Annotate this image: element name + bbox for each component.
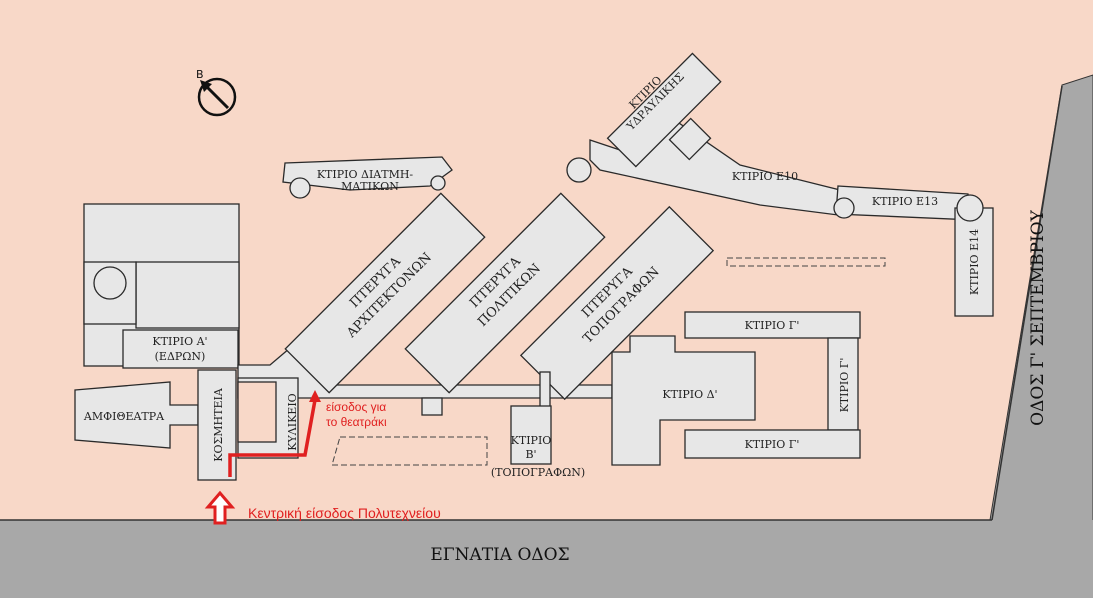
building-a-edron[interactable]: ΚΤΙΡΙΟ Α' (ΕΔΡΩΝ) [122,329,239,369]
north-compass-icon: Β [196,68,237,117]
main-entrance-label[interactable]: Κεντρική είσοδος Πολυτεχνείου [248,505,441,521]
compass-label: Β [196,68,204,81]
svg-text:(ΤΟΠΟΓΡΑΦΩΝ): (ΤΟΠΟΓΡΑΦΩΝ) [491,466,585,479]
building-g[interactable]: ΚΤΙΡΙΟ Γ' ΚΤΙΡΙΟ Γ' ΚΤΙΡΙΟ Γ' [684,311,861,459]
corridor-annex [421,397,443,416]
svg-text:(ΕΔΡΩΝ): (ΕΔΡΩΝ) [155,350,206,363]
svg-text:ΚΤΙΡΙΟ Γ': ΚΤΙΡΙΟ Γ' [745,319,800,332]
svg-text:ΚΟΣΜΗΤΕΙΑ: ΚΟΣΜΗΤΕΙΑ [212,387,225,462]
road-label-egnatia: ΕΓΝΑΤΙΑ ΟΔΟΣ [430,545,569,565]
svg-text:ΜΑΤΙΚΩΝ: ΜΑΤΙΚΩΝ [341,180,399,193]
building-d[interactable]: ΚΤΙΡΙΟ Δ' [611,335,756,466]
dashed-area [726,257,886,267]
wing-politikon[interactable]: ΠΤΕΡΥΓΑ ΠΟΛΙΤΙΚΩΝ [404,192,606,394]
svg-text:ΚΤΙΡΙΟ Γ': ΚΤΙΡΙΟ Γ' [745,438,800,451]
svg-text:ΚΤΙΡΙΟ ΔΙΑΤΜΗ-: ΚΤΙΡΙΟ ΔΙΑΤΜΗ- [317,168,414,181]
svg-text:ΚΤΙΡΙΟ Γ': ΚΤΙΡΙΟ Γ' [838,358,851,413]
theater-entrance-label: είσοδος για [326,400,386,414]
svg-text:ΚΤΙΡΙΟ Ε10: ΚΤΙΡΙΟ Ε10 [732,170,798,183]
building-e10[interactable]: ΚΤΙΡΙΟ Ε10 [566,109,862,216]
svg-text:ΚΤΙΡΙΟ Α': ΚΤΙΡΙΟ Α' [152,335,207,348]
theater-entrance-label-2: το θεατράκι [326,415,387,429]
building-kylikeio[interactable]: ΚΥΛΙΚΕΙΟ [286,393,299,450]
svg-text:ΚΤΙΡΙΟ Δ': ΚΤΙΡΙΟ Δ' [662,388,717,401]
svg-text:ΚΤΙΡΙΟ Ε13: ΚΤΙΡΙΟ Ε13 [872,195,938,208]
building-e13[interactable]: ΚΤΙΡΙΟ Ε13 [833,185,976,221]
road-label-septemvriou: ΟΔΟΣ Γ' ΣΕΠΤΕΜΒΡΙΟΥ [1028,209,1048,425]
svg-text:ΚΤΙΡΙΟ: ΚΤΙΡΙΟ [511,434,552,447]
road-right [984,74,1093,598]
building-b[interactable]: ΚΤΙΡΙΟ Β' (ΤΟΠΟΓΡΑΦΩΝ) [491,371,585,479]
svg-text:ΑΜΦΙΘΕΑΤΡΑ: ΑΜΦΙΘΕΑΤΡΑ [83,410,165,423]
svg-text:Β': Β' [525,448,536,461]
arrow-up-icon [309,390,321,402]
theater-area [331,436,488,466]
building-e14[interactable]: ΚΤΙΡΙΟ Ε14 [954,194,994,317]
route-to-theater [228,399,317,477]
svg-text:ΚΥΛΙΚΕΙΟ: ΚΥΛΙΚΕΙΟ [286,393,299,450]
road-egnatia [0,520,1093,598]
courtyard [237,381,277,443]
main-entrance-arrow-icon [204,490,236,525]
building-amfitheatra[interactable]: ΑΜΦΙΘΕΑΤΡΑ [74,381,199,449]
svg-text:ΚΤΙΡΙΟ Ε14: ΚΤΙΡΙΟ Ε14 [968,229,981,295]
building-diatmimatikon[interactable]: ΚΤΙΡΙΟ ΔΙΑΤΜΗ- ΜΑΤΙΚΩΝ [282,156,453,199]
